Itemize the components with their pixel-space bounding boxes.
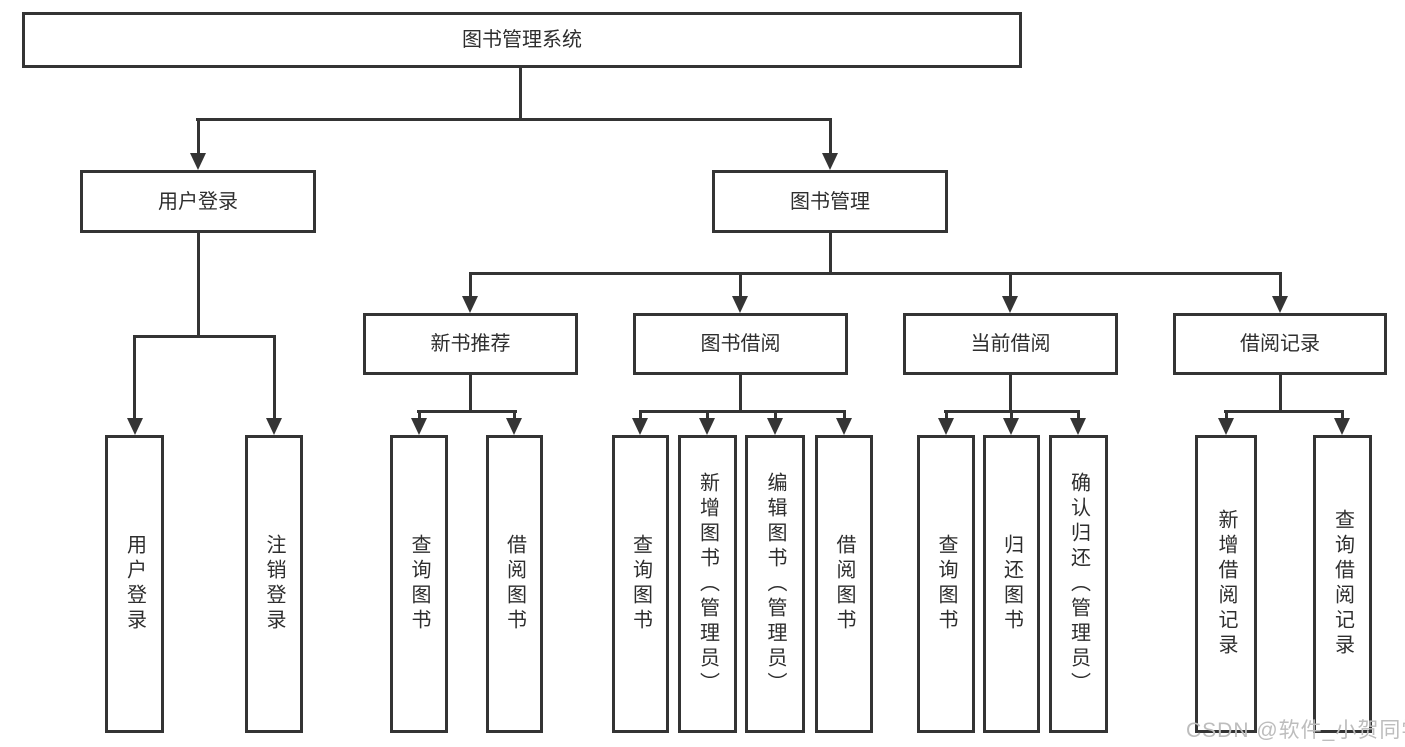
- node-user-login: 用户登录: [80, 170, 316, 233]
- connector-vline: [739, 373, 742, 410]
- csdn-watermark: CSDN @软件_小贺同学: [1186, 719, 1405, 742]
- arrowhead-down-icon: [127, 418, 143, 435]
- connector-hline: [1224, 410, 1344, 413]
- arrowhead-down-icon: [767, 418, 783, 435]
- leaf-logout: 注销登录: [245, 435, 303, 733]
- arrowhead-down-icon: [1218, 418, 1234, 435]
- connector-vline: [774, 410, 777, 418]
- connector-hline: [196, 118, 832, 121]
- arrowhead-down-icon: [699, 418, 715, 435]
- node-book-management: 图书管理: [712, 170, 948, 233]
- connector-vline: [418, 410, 421, 418]
- arrowhead-down-icon: [1003, 418, 1019, 435]
- leaf-search-borrow-record: 查询借阅记录: [1313, 435, 1372, 733]
- arrowhead-down-icon: [411, 418, 427, 435]
- connector-vline: [469, 373, 472, 410]
- node-new-book-recommendation: 新书推荐: [363, 313, 578, 375]
- connector-vline: [945, 410, 948, 418]
- arrowhead-down-icon: [1334, 418, 1350, 435]
- connector-vline: [197, 231, 200, 335]
- connector-vline: [197, 118, 200, 154]
- leaf-return-books: 归还图书: [983, 435, 1040, 733]
- connector-vline: [513, 410, 516, 418]
- connector-vline: [829, 231, 832, 272]
- connector-vline: [1341, 410, 1344, 418]
- connector-vline: [706, 410, 709, 418]
- connector-vline: [1077, 410, 1080, 418]
- leaf-borrow-books-borrowing: 借阅图书: [815, 435, 873, 733]
- connector-vline: [1279, 373, 1282, 410]
- connector-vline: [273, 335, 276, 418]
- arrowhead-down-icon: [822, 153, 838, 170]
- leaf-search-books-current: 查询图书: [917, 435, 975, 733]
- connector-vline: [829, 118, 832, 154]
- arrowhead-down-icon: [938, 418, 954, 435]
- connector-vline: [133, 335, 136, 418]
- arrowhead-down-icon: [732, 296, 748, 313]
- leaf-search-books-borrowing: 查询图书: [612, 435, 669, 733]
- leaf-add-book-admin: 新增图书（管理员）: [678, 435, 737, 733]
- node-borrowing-records: 借阅记录: [1173, 313, 1387, 375]
- node-current-borrowing: 当前借阅: [903, 313, 1118, 375]
- leaf-add-borrow-record: 新增借阅记录: [1195, 435, 1257, 733]
- arrowhead-down-icon: [462, 296, 478, 313]
- connector-hline: [417, 410, 517, 413]
- node-library-system: 图书管理系统: [22, 12, 1022, 68]
- arrowhead-down-icon: [266, 418, 282, 435]
- leaf-confirm-return-admin: 确认归还（管理员）: [1049, 435, 1108, 733]
- connector-vline: [1009, 272, 1012, 296]
- arrowhead-down-icon: [632, 418, 648, 435]
- leaf-edit-book-admin: 编辑图书（管理员）: [745, 435, 805, 733]
- connector-hline: [133, 335, 276, 338]
- connector-vline: [1279, 272, 1282, 296]
- arrowhead-down-icon: [836, 418, 852, 435]
- connector-vline: [843, 410, 846, 418]
- connector-hline: [639, 410, 846, 413]
- connector-vline: [469, 272, 472, 296]
- arrowhead-down-icon: [506, 418, 522, 435]
- connector-vline: [1009, 373, 1012, 410]
- connector-vline: [1225, 410, 1228, 418]
- connector-vline: [519, 66, 522, 118]
- leaf-user-login: 用户登录: [105, 435, 164, 733]
- connector-vline: [639, 410, 642, 418]
- leaf-search-books-recommend: 查询图书: [390, 435, 448, 733]
- connector-hline: [469, 272, 1282, 275]
- connector-vline: [1010, 410, 1013, 418]
- arrowhead-down-icon: [1002, 296, 1018, 313]
- arrowhead-down-icon: [1272, 296, 1288, 313]
- connector-vline: [739, 272, 742, 296]
- leaf-borrow-books-recommend: 借阅图书: [486, 435, 543, 733]
- arrowhead-down-icon: [1070, 418, 1086, 435]
- arrowhead-down-icon: [190, 153, 206, 170]
- node-book-borrowing: 图书借阅: [633, 313, 848, 375]
